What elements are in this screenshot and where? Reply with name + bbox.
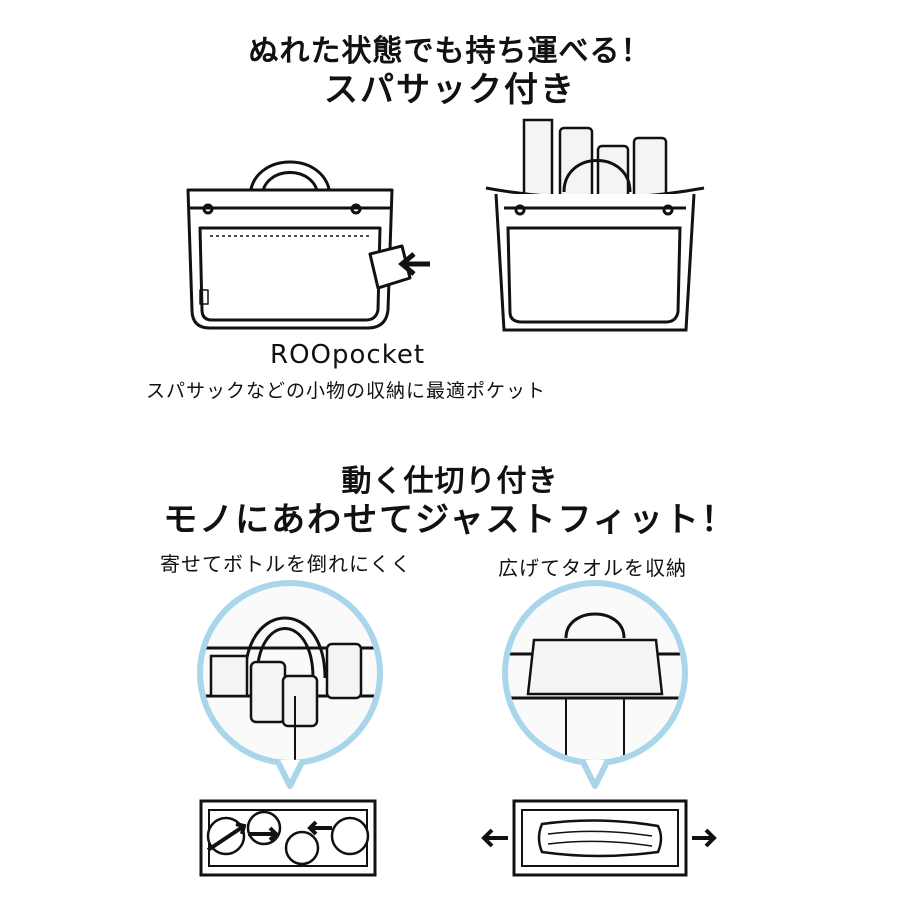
right-top-view-diagram (481, 799, 717, 877)
section2-heading-line2: モノにあわせてジャストフィット！ (163, 500, 737, 540)
section2-heading-line1: 動く仕切り付き (341, 464, 559, 499)
arrow-icon (398, 252, 430, 276)
section1-heading-line1: ぬれた状態でも持ち運べる！ (248, 34, 652, 69)
tote-bag-spasack-illustration (485, 118, 705, 332)
brand-name: ROOpocket (270, 340, 426, 370)
left-top-view-diagram (199, 799, 377, 877)
right-caption: 広げてタオルを収納 (498, 556, 687, 580)
right-zoom-bubble (502, 580, 688, 789)
left-caption: 寄せてボトルを倒れにくく (160, 552, 412, 576)
section1-heading-line2: スパサック付き (324, 70, 576, 110)
tote-bag-pocket-illustration (186, 160, 430, 330)
brand-caption: スパサックなどの小物の収納に最適ポケット (146, 380, 547, 402)
left-zoom-bubble (197, 580, 383, 789)
